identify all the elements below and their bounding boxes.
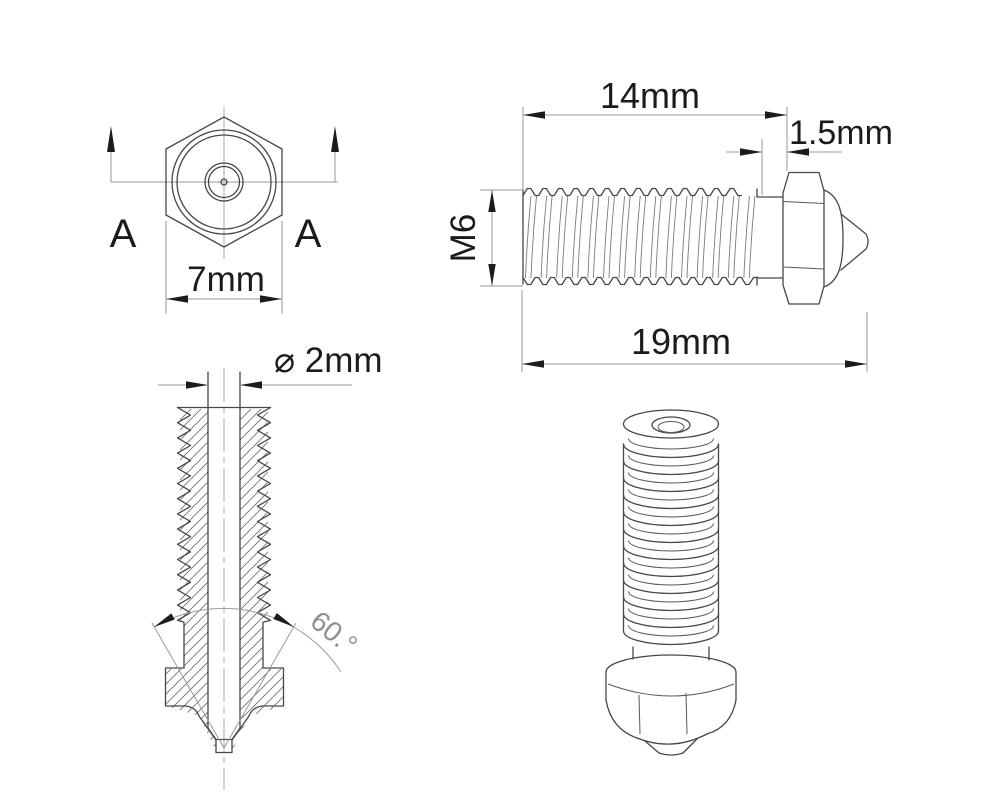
thread-crest-top (522, 187, 743, 197)
bore-circle-outer (204, 162, 244, 202)
dim-14mm-label: 14mm (600, 75, 700, 116)
iso-view (605, 409, 737, 756)
dim-19mm: 19mm (521, 290, 868, 372)
dim-19mm-label: 19mm (631, 321, 731, 362)
thread-body (522, 187, 784, 286)
iso-neck (632, 646, 710, 661)
orifice-circle (220, 178, 228, 186)
iso-bore-rim (651, 416, 691, 434)
chamfer-circle-outer (171, 129, 277, 235)
section-arrow-right (331, 126, 339, 182)
dim-1-5mm: 1.5mm (726, 114, 893, 195)
dim-bore-2mm: ⌀ 2mm (158, 341, 383, 389)
dim-7mm-label: 7mm (187, 260, 265, 299)
thread-flank-lines (525, 195, 756, 279)
iso-tip-cone (644, 738, 698, 756)
dim-7mm: 7mm (165, 221, 283, 314)
chamfer-circle-inner (176, 134, 272, 230)
iso-hex-nut (605, 654, 737, 745)
angle-arc (153, 607, 342, 673)
side-view: 14mm 1.5mm M6 19mm (444, 75, 893, 372)
dim-bore-label: ⌀ 2mm (274, 341, 383, 380)
top-view: A A 7mm (107, 107, 339, 314)
iso-bore-inner (657, 421, 685, 433)
angle-construction-lines (151, 622, 297, 749)
iso-thread-coils (622, 437, 720, 646)
nozzle-nut-side (782, 171, 869, 305)
section-arrow-left-head (107, 126, 115, 152)
section-arrow-left (107, 126, 115, 182)
tip-angle-label: 60.° (305, 605, 363, 661)
section-view: ⌀ 2mm 60.° (151, 341, 383, 790)
flange-right (231, 667, 285, 741)
thread-size-label: M6 (444, 214, 483, 263)
thread-profile-left (176, 406, 192, 669)
hex-outline (165, 116, 283, 248)
thread-profile-right (256, 406, 272, 669)
dim-1-5mm-label: 1.5mm (789, 114, 893, 152)
flange-left (164, 667, 217, 741)
section-label-right: A (295, 212, 322, 256)
bore-circle-inner (207, 165, 241, 199)
dim-m6: M6 (444, 189, 523, 287)
hex-facet-lines (782, 201, 825, 270)
tip-dome (823, 189, 844, 288)
iso-top-face (622, 409, 720, 439)
dim-14mm: 14mm (522, 75, 788, 190)
section-label-left: A (110, 212, 137, 256)
shank-edges (756, 188, 784, 286)
bore-walls (207, 371, 241, 741)
section-arrow-right-head (331, 126, 339, 152)
hex-face-outline (782, 171, 825, 305)
thread-crest-bottom (522, 276, 758, 286)
nozzle-tip-detail (215, 738, 233, 754)
tip-cone (840, 213, 869, 271)
